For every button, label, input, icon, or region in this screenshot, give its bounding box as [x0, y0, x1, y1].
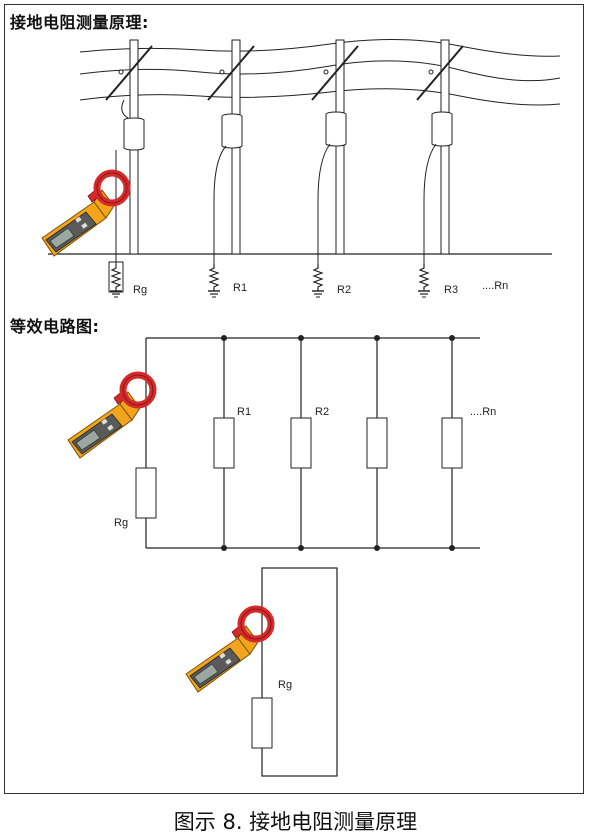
label-r1-circuit: R1 [237, 406, 251, 418]
label-r3-top: R3 [444, 284, 458, 296]
label-rg-top: Rg [133, 284, 147, 296]
heading-measure-principle: 接地电阻测量原理: [10, 13, 149, 32]
clamp-meter-middle [68, 375, 153, 458]
label-r2-top: R2 [337, 284, 351, 296]
ground-resistor-r3 [417, 263, 431, 298]
ground-resistor-rg [108, 261, 124, 298]
figure-caption: 图示 8. 接地电阻测量原理 [173, 810, 418, 834]
heading-equivalent-circuit: 等效电路图: [10, 317, 100, 336]
label-rg-single: Rg [278, 679, 292, 691]
label-r1-top: R1 [233, 282, 247, 294]
clamp-meter-bottom [186, 609, 271, 692]
clamp-meter-top [42, 173, 127, 256]
label-rn-top: ....Rn [482, 280, 508, 292]
ground-resistor-r2 [311, 263, 325, 298]
ground-resistor-r1 [207, 263, 221, 298]
label-rg-circuit: Rg [114, 517, 128, 529]
pole-2 [207, 39, 255, 264]
figure-frame [4, 4, 584, 794]
pole-4 [416, 39, 464, 264]
label-rn-circuit: ....Rn [470, 406, 496, 418]
label-r2-circuit: R2 [315, 406, 329, 418]
pole-1 [105, 39, 153, 264]
pole-3 [311, 39, 359, 264]
single-loop-circuit [251, 567, 338, 777]
equivalent-circuit [135, 335, 480, 551]
